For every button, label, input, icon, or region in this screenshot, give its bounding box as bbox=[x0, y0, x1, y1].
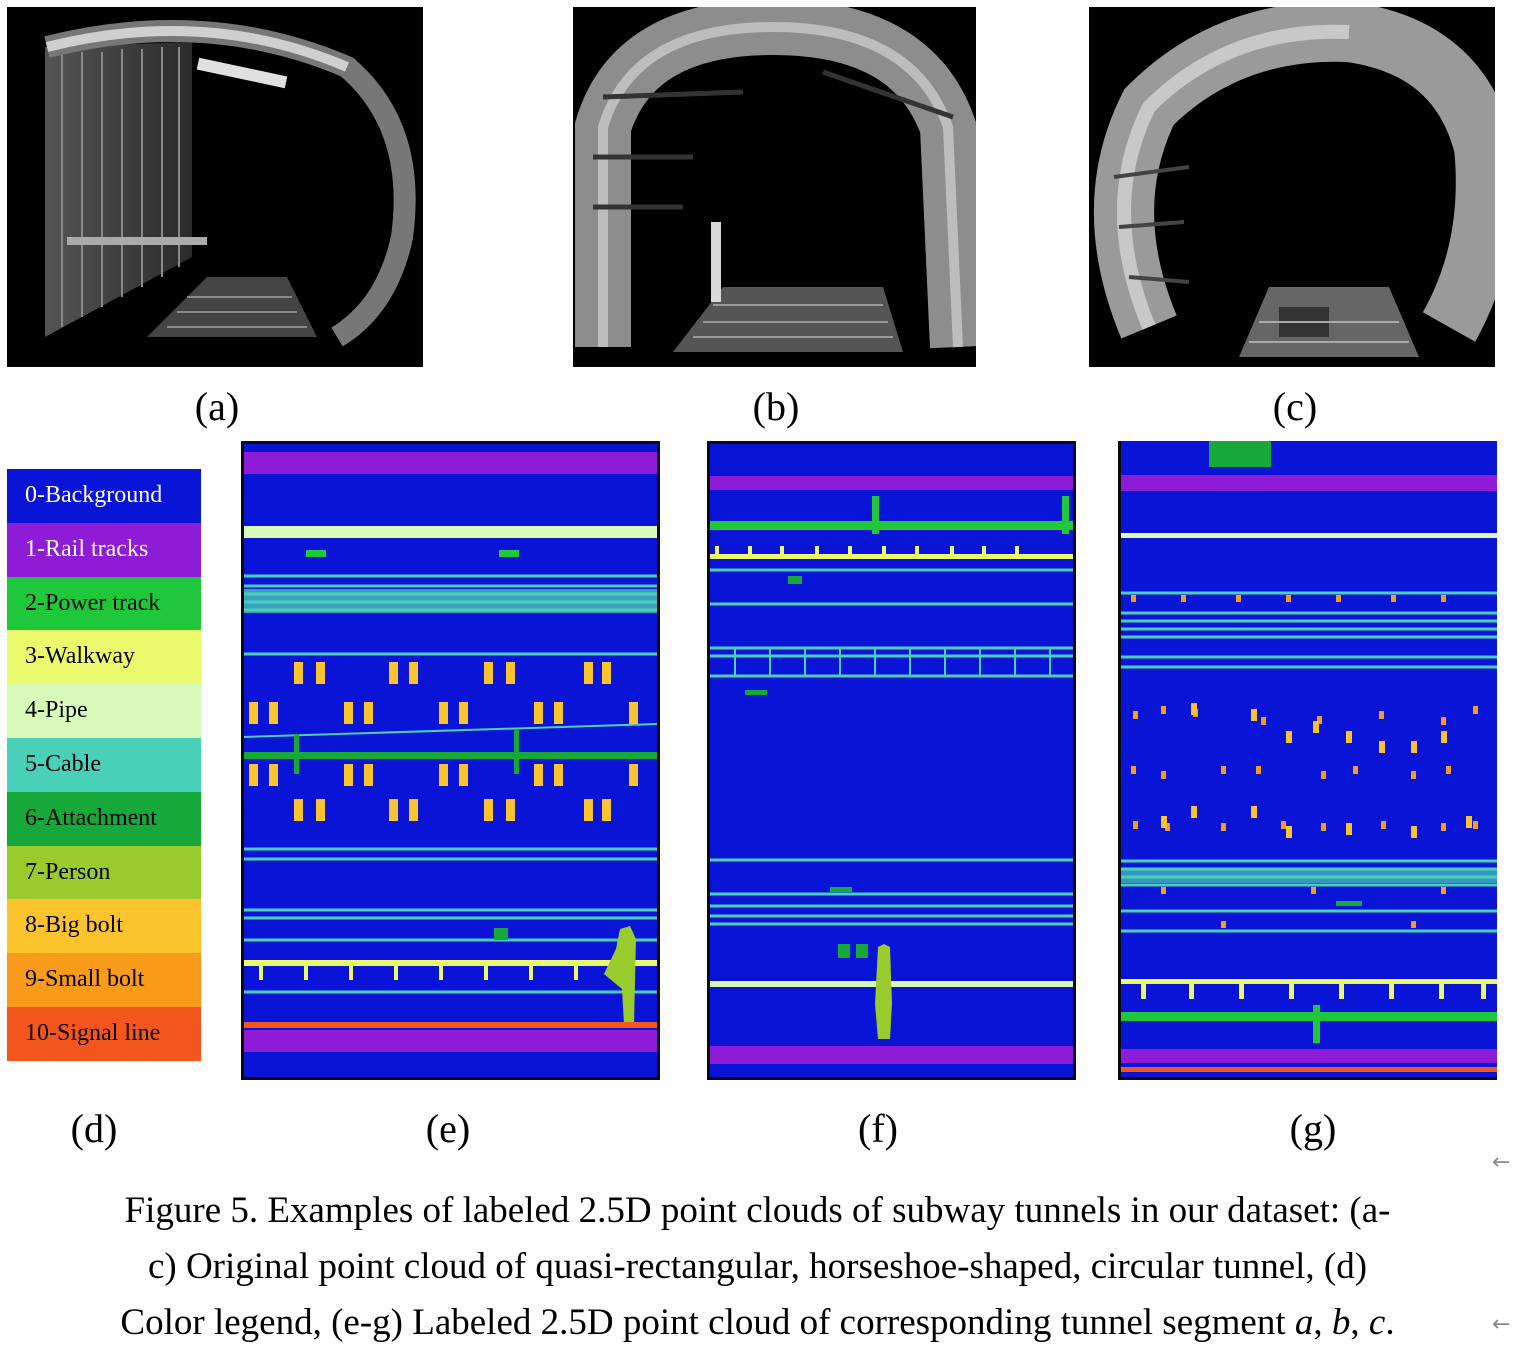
legend-item: 10-Signal line bbox=[7, 1006, 201, 1061]
legend-item: 5-Cable bbox=[7, 737, 201, 792]
panel-label-g: (g) bbox=[1289, 1106, 1337, 1151]
figure-caption: Figure 5. Examples of labeled 2.5D point… bbox=[0, 1183, 1515, 1351]
paragraph-mark-icon: ← bbox=[1492, 1150, 1511, 1175]
legend-item: 8-Big bolt bbox=[7, 899, 201, 954]
caption-line-1: Figure 5. Examples of labeled 2.5D point… bbox=[124, 1190, 1391, 1231]
caption-separator: , bbox=[1313, 1302, 1332, 1343]
tunnel-photo-c bbox=[1089, 7, 1495, 367]
color-legend: 0-Background 1-Rail tracks 2-Power track… bbox=[7, 469, 201, 1061]
caption-separator: , bbox=[1350, 1302, 1369, 1343]
panel-label-c: (c) bbox=[1272, 384, 1318, 429]
panel-label-d: (d) bbox=[70, 1106, 118, 1151]
legend-item: 7-Person bbox=[7, 845, 201, 900]
tunnel-photo-b bbox=[573, 7, 976, 367]
caption-line-3: Color legend, (e-g) Labeled 2.5D point c… bbox=[0, 1295, 1515, 1351]
caption-line-2: c) Original point cloud of quasi-rectang… bbox=[147, 1246, 1368, 1287]
segment-c-label: c bbox=[1368, 1302, 1386, 1343]
caption-period: . bbox=[1385, 1302, 1395, 1343]
legend-item: 3-Walkway bbox=[7, 630, 201, 685]
legend-item: 9-Small bolt bbox=[7, 953, 201, 1007]
caption-line-3-text: Color legend, (e-g) Labeled 2.5D point c… bbox=[120, 1302, 1295, 1343]
panel-label-a: (a) bbox=[194, 384, 240, 429]
panel-label-e: (e) bbox=[425, 1106, 471, 1151]
paragraph-mark-icon: ← bbox=[1492, 1312, 1511, 1337]
labeled-cloud-f bbox=[707, 441, 1076, 1080]
labeled-cloud-e bbox=[241, 441, 660, 1080]
legend-item: 0-Background bbox=[7, 469, 201, 523]
panel-label-f: (f) bbox=[858, 1106, 898, 1151]
legend-item: 6-Attachment bbox=[7, 791, 201, 846]
legend-item: 1-Rail tracks bbox=[7, 522, 201, 577]
labeled-cloud-g bbox=[1118, 441, 1497, 1080]
panel-label-b: (b) bbox=[752, 384, 800, 429]
tunnel-photo-a bbox=[7, 7, 423, 367]
segment-b-label: b bbox=[1331, 1302, 1351, 1343]
legend-item: 2-Power track bbox=[7, 576, 201, 631]
segment-a-label: a bbox=[1294, 1302, 1314, 1343]
legend-item: 4-Pipe bbox=[7, 684, 201, 738]
